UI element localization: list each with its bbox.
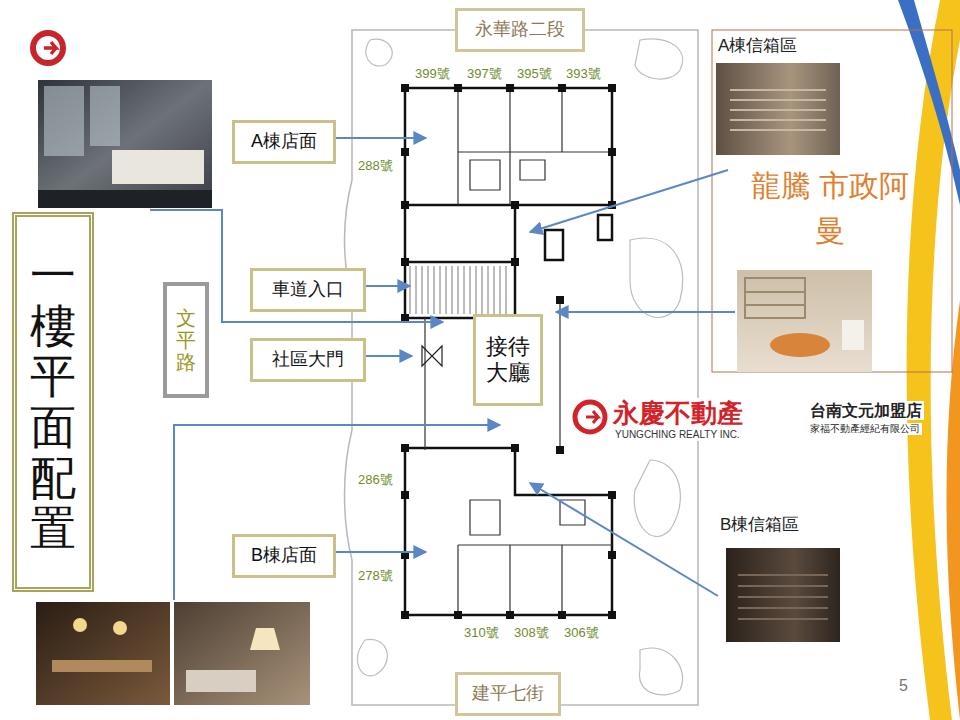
- callout-box: 車道入口: [250, 268, 366, 312]
- company-logo: [33, 33, 63, 63]
- brand-logo: [575, 402, 605, 432]
- ramp-hatch: [410, 266, 506, 314]
- mailbox-photo: [738, 575, 828, 619]
- project-name: 龍騰 市政阿曼: [750, 163, 910, 253]
- leader-arrow: [336, 551, 426, 553]
- node-label: 永華路二段: [475, 19, 565, 41]
- house-number: 308號: [512, 625, 551, 641]
- house-number: 393號: [564, 66, 603, 82]
- callout-box: 接待大廳: [473, 314, 543, 406]
- house-number: 395號: [515, 66, 554, 82]
- brand-name: 永慶不動產: [611, 398, 745, 429]
- house-number: 397號: [465, 66, 504, 82]
- lobby-photo: [112, 150, 204, 184]
- leader-arrow: [366, 285, 410, 287]
- dining-photo: [113, 621, 127, 635]
- mailbox-photo: [726, 548, 840, 642]
- lobby-photo: [38, 190, 212, 208]
- house-number: 310號: [462, 625, 501, 641]
- callout-box: A棟店面: [232, 120, 336, 164]
- brand-subtitle: YUNGCHING REALTY INC.: [613, 429, 742, 441]
- house-number: 286號: [356, 472, 395, 488]
- lounge-photo: [174, 602, 310, 705]
- callout-box: B棟店面: [232, 534, 336, 578]
- page-number: 5: [899, 676, 908, 695]
- node-label: B棟店面: [251, 545, 317, 567]
- house-number: 399號: [413, 66, 452, 82]
- dining-photo: [52, 660, 152, 672]
- lounge-photo: [250, 628, 280, 650]
- lounge-photo: [745, 278, 805, 318]
- dining-photo: [73, 618, 87, 632]
- lounge-photo: [770, 333, 830, 357]
- house-number: 288號: [356, 158, 395, 174]
- mailbox-photo: [716, 63, 840, 155]
- node-label: 一樓平面配置: [30, 250, 76, 554]
- branch-name: 台南文元加盟店: [808, 401, 924, 420]
- node-label: 接待大廳: [486, 334, 530, 387]
- house-number: 278號: [356, 568, 395, 584]
- decor-band: [947, 300, 960, 720]
- mailbox-photo: [730, 90, 826, 130]
- node-label: 建平七街: [472, 683, 544, 705]
- structural-column: [401, 84, 616, 619]
- panel-frame: [712, 30, 952, 372]
- title-box: 一樓平面配置: [12, 212, 94, 592]
- dining-photo: [36, 602, 170, 705]
- company-logo: [44, 42, 56, 54]
- lounge-photo: [842, 320, 864, 350]
- area-heading: A棟信箱區: [718, 36, 797, 56]
- node-label: 社區大門: [272, 349, 344, 371]
- street-box: 永華路二段: [455, 8, 585, 52]
- node-label: A棟店面: [251, 131, 317, 153]
- lounge-photo: [186, 670, 256, 692]
- node-label: 車道入口: [272, 279, 344, 301]
- gate-symbol: [422, 346, 442, 366]
- street-box: 建平七街: [455, 672, 561, 716]
- leader-arrow: [530, 170, 728, 232]
- lounge-photo: [737, 270, 872, 372]
- street-box: 文平路: [163, 282, 209, 398]
- building-wall: [405, 88, 612, 615]
- lobby-photo: [38, 80, 212, 208]
- leader-arrow: [174, 425, 500, 600]
- brand-logo: [586, 411, 598, 423]
- site-outline: [345, 30, 699, 705]
- interior-wall: [425, 88, 612, 615]
- node-label: 文平路: [176, 307, 196, 373]
- leader-arrow: [366, 355, 412, 357]
- lobby-photo: [44, 86, 120, 156]
- leader-arrow: [556, 311, 735, 313]
- area-heading: B棟信箱區: [720, 515, 799, 535]
- house-number: 306號: [562, 625, 601, 641]
- callout-box: 社區大門: [250, 338, 366, 382]
- company-name: 家福不動產經紀有限公司: [808, 423, 922, 435]
- leader-arrow: [530, 483, 718, 596]
- leader-arrow: [336, 137, 426, 139]
